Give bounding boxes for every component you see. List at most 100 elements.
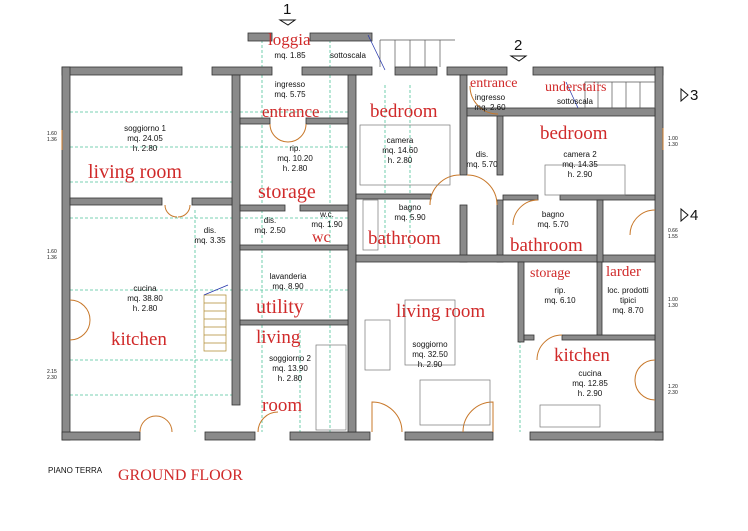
room-area: mq. 14.35 bbox=[562, 160, 598, 169]
dim-width: 2.15 bbox=[47, 369, 57, 375]
dim-width: 1.00 bbox=[668, 297, 678, 303]
doors bbox=[61, 85, 664, 433]
label-bathroom-1: bathroom bbox=[368, 228, 441, 249]
label-bathroom-2: bathroom bbox=[510, 235, 583, 256]
room-area: mq. 1.90 bbox=[311, 220, 343, 229]
room-area: mq. 2.50 bbox=[254, 226, 286, 235]
label-kitchen-1: kitchen bbox=[111, 329, 167, 350]
room-area: mq. 1.85 bbox=[274, 51, 306, 60]
dim-height: 2.30 bbox=[47, 375, 57, 381]
dim-width: 1.00 bbox=[668, 136, 678, 142]
room-area: mq. 32.50 bbox=[412, 350, 448, 359]
floor-title: PIANO TERRA bbox=[48, 466, 103, 475]
room-height: h. 2.90 bbox=[577, 389, 603, 398]
section-arrows bbox=[278, 19, 689, 223]
floor-title-translation: GROUND FLOOR bbox=[118, 467, 243, 484]
room-name: loc. prodotti tipici bbox=[607, 286, 649, 305]
room-area: mq. 8.70 bbox=[612, 306, 644, 315]
label-bedroom-2: bedroom bbox=[540, 123, 608, 144]
dim-height: 1.30 bbox=[668, 303, 678, 309]
room-height: h. 2.80 bbox=[132, 304, 158, 313]
room-name: camera 2 bbox=[563, 150, 597, 159]
room-name: camera bbox=[386, 136, 414, 145]
label-room: room bbox=[262, 395, 303, 416]
dim-width: 1.60 bbox=[47, 249, 57, 255]
room-area: mq. 24.05 bbox=[127, 134, 163, 143]
room-name: rip. bbox=[554, 286, 566, 295]
room-sottoscala: sottoscala bbox=[329, 51, 367, 60]
room-name: ingresso bbox=[274, 80, 306, 89]
room-area: mq. 12.85 bbox=[572, 379, 608, 388]
room-loggia: mq. 1.85 bbox=[274, 51, 305, 61]
room-area: mq. 2.60 bbox=[474, 103, 506, 112]
dim-height: 1.36 bbox=[47, 137, 57, 143]
room-height: h. 2.80 bbox=[387, 156, 413, 165]
room-dis2: dis.mq. 2.50 bbox=[254, 216, 285, 236]
room-height: h. 2.80 bbox=[132, 144, 158, 153]
dim-height: 2.30 bbox=[668, 390, 678, 396]
room-name: bagno bbox=[398, 203, 422, 212]
walls bbox=[61, 32, 664, 441]
label-storage: storage bbox=[258, 181, 316, 203]
room-height: h. 2.90 bbox=[567, 170, 593, 179]
room-area: mq. 14.60 bbox=[382, 146, 418, 155]
room-height: h. 2.80 bbox=[277, 374, 303, 383]
dim-width: 0.66 bbox=[668, 228, 678, 234]
room-area: mq. 5.70 bbox=[466, 160, 498, 169]
stairs bbox=[203, 34, 656, 352]
room-name: dis. bbox=[475, 150, 489, 159]
label-larder: larder bbox=[606, 264, 641, 280]
room-name: w.c. bbox=[320, 210, 334, 219]
room-area: mq. 13.90 bbox=[272, 364, 308, 373]
label-bedroom-1: bedroom bbox=[370, 101, 438, 122]
room-dis1: dis.mq. 3.35 bbox=[194, 226, 225, 246]
label-loggia: loggia bbox=[268, 30, 311, 49]
ceiling-grid bbox=[70, 35, 521, 432]
section-marker-3: 3 bbox=[690, 87, 699, 104]
label-storage-2: storage bbox=[530, 266, 571, 281]
room-name: soggiorno bbox=[412, 340, 448, 349]
room-name: soggiorno 1 bbox=[124, 124, 166, 133]
room-area: mq. 3.35 bbox=[194, 236, 226, 245]
dim-height: 1.30 bbox=[668, 142, 678, 148]
room-area: mq. 6.10 bbox=[544, 296, 576, 305]
room-name: lavanderia bbox=[269, 272, 307, 281]
room-area: mq. 38.80 bbox=[127, 294, 163, 303]
label-living-room-2: living room bbox=[396, 301, 486, 322]
room-height: h. 2.80 bbox=[282, 164, 308, 173]
label-utility: utility bbox=[256, 296, 304, 318]
section-marker-2: 2 bbox=[514, 37, 523, 54]
room-height: h. 2.90 bbox=[417, 360, 443, 369]
room-name: soggiorno 2 bbox=[269, 354, 311, 363]
room-area: mq. 10.20 bbox=[277, 154, 313, 163]
label-understairs: understairs bbox=[545, 80, 607, 95]
room-area: mq. 8.90 bbox=[272, 282, 304, 291]
dim-width: 1.20 bbox=[668, 384, 678, 390]
label-entrance: entrance bbox=[262, 102, 320, 121]
room-area: mq. 5.70 bbox=[537, 220, 569, 229]
room-name: cucina bbox=[133, 284, 157, 293]
label-living: living bbox=[256, 327, 301, 348]
label-entrance-2: entrance bbox=[470, 76, 518, 91]
room-rip2: rip.mq. 6.10 bbox=[544, 286, 575, 306]
section-marker-1: 1 bbox=[283, 1, 292, 18]
room-name: rip. bbox=[289, 144, 301, 153]
dim-height: 1.36 bbox=[47, 255, 57, 261]
